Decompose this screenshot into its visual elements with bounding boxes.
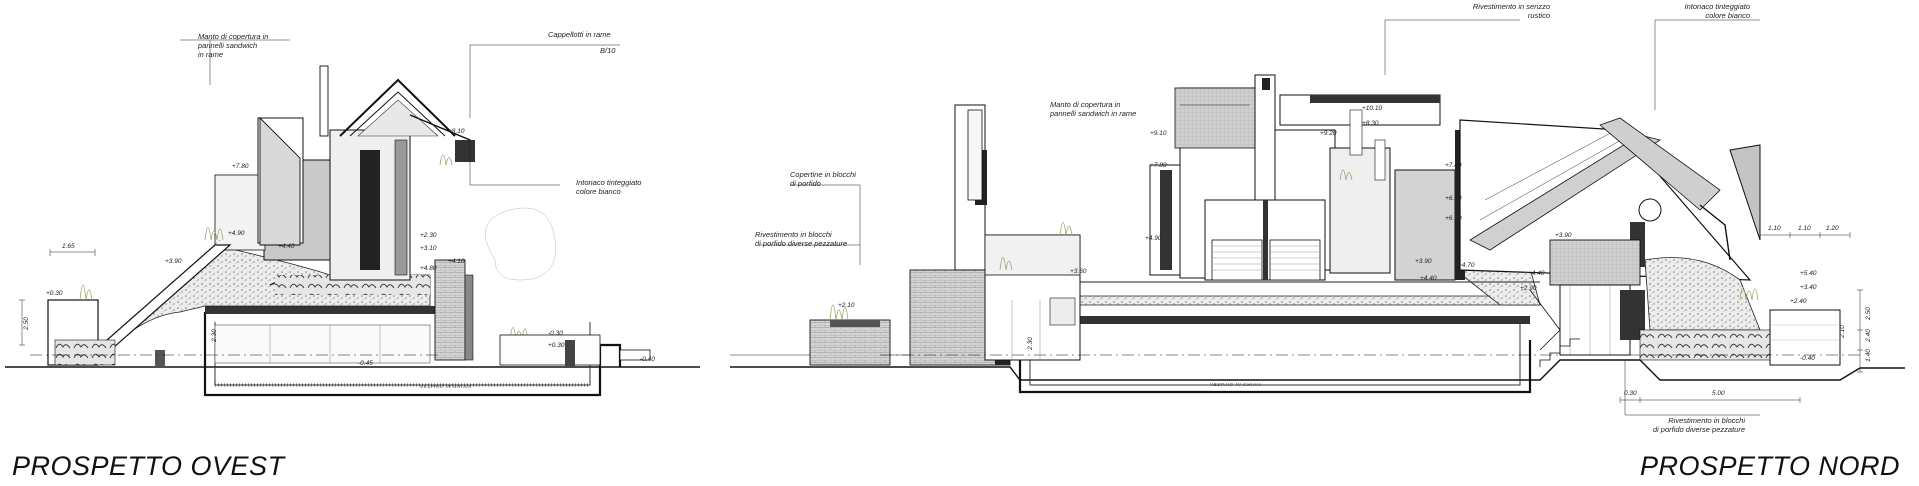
- dim-north: +4.90: [1145, 235, 1162, 242]
- dim-west: -0.45: [358, 360, 373, 367]
- foundation-label-north: VESPAIO IN GHIAIA: [1210, 382, 1262, 387]
- dim-north: -0.40: [1800, 355, 1815, 362]
- note-west-plaster: Intonaco tinteggiato colore bianco: [576, 178, 642, 196]
- dim-west: +4.10: [448, 258, 465, 265]
- dim-west: +4.90: [228, 230, 245, 237]
- dim-north: +5.40: [1800, 270, 1817, 277]
- dim-north: +4.40: [1420, 275, 1437, 282]
- dim-north: 1.10: [1798, 225, 1811, 232]
- dim-west: +7.80: [232, 163, 249, 170]
- dim-north: 1.10: [1768, 225, 1781, 232]
- dim-west: 2.30: [210, 329, 218, 342]
- dim-west: 1.65: [62, 243, 75, 250]
- dim-north: +2.90: [1520, 285, 1537, 292]
- note-north-plaster: Intonaco tinteggiato colore bianco: [1684, 2, 1750, 20]
- dim-north: +10.10: [1362, 105, 1383, 112]
- title-west: PROSPETTO OVEST: [12, 451, 285, 481]
- dim-north: +6.40: [1445, 195, 1462, 202]
- dim-north: +4.40: [1528, 270, 1545, 277]
- title-north: PROSPETTO NORD: [1640, 451, 1901, 481]
- foundation-label-west: VESPAIO IN GHIAIA: [420, 384, 472, 389]
- dim-north: 2.40: [1864, 329, 1872, 342]
- dim-north: +3.60: [1070, 268, 1087, 275]
- dim-west: +0.30: [46, 290, 63, 297]
- note-north-coping: Copertine in blocchi di porfido: [790, 170, 856, 188]
- dim-north: +3.90: [1415, 258, 1432, 265]
- dim-north: 0.30: [1624, 390, 1637, 397]
- dim-north: 5.00: [1712, 390, 1725, 397]
- north-elevation: [730, 19, 1905, 416]
- note-north-stone: Rivestimento in serizzo rustico: [1472, 2, 1550, 20]
- dim-north: 1.20: [1826, 225, 1839, 232]
- west-elevation: [5, 39, 700, 397]
- dim-north: +7.80: [1445, 162, 1462, 169]
- note-west-caps-code: B/10: [600, 46, 616, 55]
- dim-north: +6.10: [1445, 215, 1462, 222]
- note-west-roof: Manto di copertura in pannelli sandwich …: [198, 32, 269, 59]
- note-west-caps: Cappellotti in rame: [548, 30, 611, 39]
- dim-north: +7.80: [1150, 162, 1167, 169]
- dim-north: +4.70: [1458, 262, 1475, 269]
- dim-north: +9.10: [1150, 130, 1167, 137]
- dim-north: +3.90: [1555, 232, 1572, 239]
- note-north-roof: Manto di copertura in pannelli sandwich …: [1050, 100, 1137, 118]
- dim-west: +2.30: [420, 232, 437, 239]
- dim-west: +4.40: [278, 243, 295, 250]
- dim-west: +8.10: [448, 128, 465, 135]
- dim-north: 2.10: [1838, 325, 1846, 338]
- dim-west: +3.90: [165, 258, 182, 265]
- dim-north: +2.40: [1790, 298, 1807, 305]
- note-north-porphyry: Rivestimento in blocchi di porfido diver…: [755, 230, 848, 248]
- note-north-porphyry-bottom: Rivestimento in blocchi di porfido diver…: [1652, 416, 1745, 434]
- dim-north: +3.40: [1800, 284, 1817, 291]
- dim-north: +8.30: [1362, 120, 1379, 127]
- dim-west: +3.10: [420, 245, 437, 252]
- dim-north: +2.10: [838, 302, 855, 309]
- dim-west: +0.30: [548, 342, 565, 349]
- dim-north: 1.40: [1864, 349, 1872, 362]
- dim-west: 2.50: [22, 317, 30, 330]
- dim-north: 2.30: [1026, 337, 1034, 350]
- dim-west: -0.30: [548, 330, 563, 337]
- dim-west: -0.40: [640, 356, 655, 363]
- dim-north: 2.50: [1864, 307, 1872, 320]
- dim-north: +9.20: [1320, 130, 1337, 137]
- dim-west: +4.80: [420, 265, 437, 272]
